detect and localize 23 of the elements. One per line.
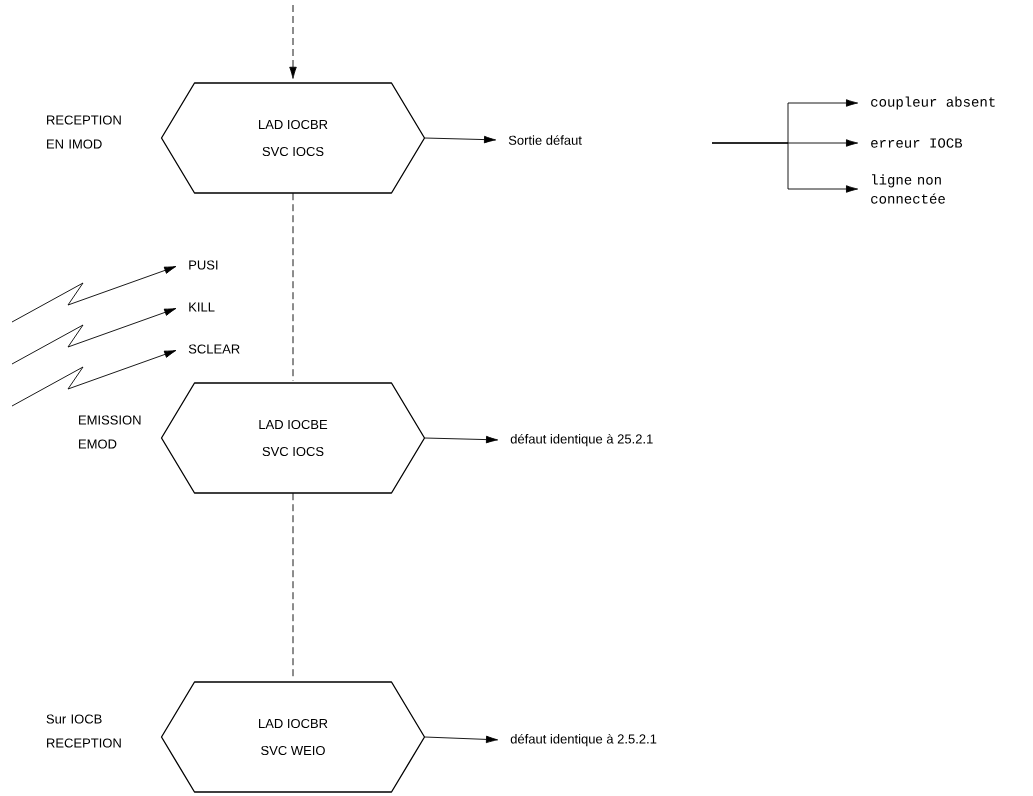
output-label: coupleur absent	[871, 96, 995, 110]
output-label: PUSI	[189, 260, 218, 270]
output-label: Sortie défaut	[508, 135, 582, 145]
process-hexagon: LAD IOCBR SVC WEIO	[160, 681, 426, 793]
output-label: défaut identique à 2.5.2.1	[510, 733, 657, 747]
arrow	[11, 350, 177, 407]
arrow	[424, 735, 499, 744]
arrow	[11, 308, 177, 365]
side-label: RECEPTION EN IMOD	[47, 115, 121, 149]
arrow	[11, 266, 177, 323]
arrow	[711, 142, 859, 193]
output-label: SCLEAR	[188, 344, 240, 354]
side-label: EMISSION EMOD	[79, 415, 141, 449]
output-label: défaut identique à 25.2.1	[510, 433, 653, 447]
arrow	[289, 4, 297, 79]
process-hexagon: LAD IOCBE SVC IOCS	[160, 382, 426, 494]
output-label: ligne non connectée	[871, 174, 945, 204]
process-hexagon: LAD IOCBR SVC IOCS	[160, 82, 426, 194]
output-label: erreur IOCB	[871, 138, 963, 148]
arrow	[424, 135, 497, 144]
output-label: KILL	[189, 302, 215, 312]
arrow	[424, 435, 499, 444]
side-label: Sur IOCB RECEPTION	[46, 714, 121, 748]
